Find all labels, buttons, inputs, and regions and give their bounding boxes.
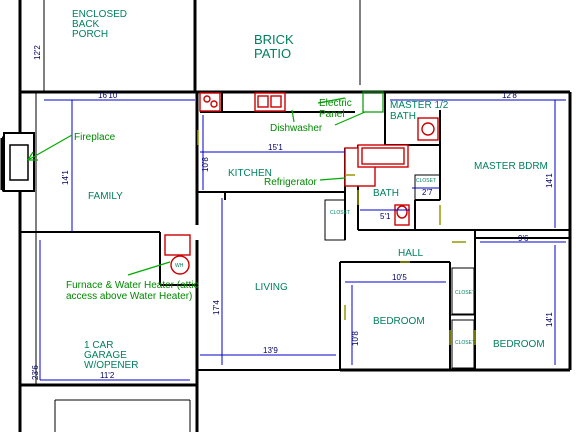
patio-label-2: PATIO [254, 46, 291, 61]
porch-label-2: BACK [72, 19, 100, 30]
dim-family-v: 14'1 [61, 170, 70, 185]
closet-labels: CLOSET CLOSET CLOSET CLOSET [330, 178, 475, 346]
dim-bath-h2: 5'1 [380, 212, 391, 221]
room-labels: ENCLOSED BACK PORCH BRICK PATIO MASTER 1… [72, 9, 548, 371]
bedroom-2-label: BEDROOM [493, 339, 545, 350]
porch-label-3: PORCH [72, 29, 108, 40]
dim-living-h: 13'9 [263, 346, 278, 355]
master-bdrm-label: MASTER BDRM [474, 161, 548, 172]
bedroom-1-label: BEDROOM [373, 316, 425, 327]
dishwasher-note: Dishwasher [270, 123, 323, 134]
garage-label-3: W/OPENER [84, 360, 138, 371]
dimension-lines [39, 99, 566, 381]
garage-label-2: GARAGE [84, 350, 127, 361]
dim-living-v: 17'4 [212, 300, 221, 315]
furnace-note-1: Furnace & Water Heater (attic [66, 280, 198, 291]
refrigerator-note: Refrigerator [264, 177, 317, 188]
dim-garage-v: 23'6 [31, 365, 40, 380]
electric-note-1: Electric [319, 98, 352, 109]
dim-bed2-h: 9'6 [518, 234, 529, 243]
master-bath-label-2: BATH [390, 111, 416, 122]
notes: Fireplace Electric Panel Dishwasher Refr… [66, 98, 352, 302]
fixtures [3, 91, 439, 275]
closet-label-3: CLOSET [455, 290, 475, 296]
dim-master-h: 12'8 [502, 91, 517, 100]
closet-label-2: CLOSET [416, 178, 436, 184]
dimension-labels: 12'2 16'10 14'1 15'1 10'8 12'8 14'1 2'7 … [31, 45, 554, 380]
dim-kitchen-h: 15'1 [268, 143, 283, 152]
family-label: FAMILY [88, 191, 123, 202]
hall-label: HALL [398, 248, 423, 259]
dim-bed1-v: 10'8 [351, 331, 360, 346]
bath-label: BATH [373, 188, 399, 199]
master-bath-label-1: MASTER 1/2 [390, 100, 449, 111]
dim-bath-h1: 2'7 [422, 188, 433, 197]
dim-porch-v: 12'2 [33, 45, 42, 60]
closet-label-1: CLOSET [330, 210, 350, 216]
dim-kitchen-v: 10'8 [201, 157, 210, 172]
door-marks [197, 130, 476, 345]
patio-label-1: BRICK [254, 32, 294, 47]
dim-bed2-v: 14'1 [545, 312, 554, 327]
porch-label-1: ENCLOSED [72, 9, 127, 20]
dim-garage-h: 11'2 [100, 371, 115, 380]
kitchen-label: KITCHEN [228, 168, 272, 179]
dim-bed1-h: 10'5 [392, 273, 407, 282]
closet-label-4: CLOSET [455, 340, 475, 346]
annotation-arrows [27, 97, 366, 276]
fireplace-note: Fireplace [74, 132, 116, 143]
dim-master-v: 14'1 [545, 173, 554, 188]
dim-family-h: 16'10 [98, 91, 118, 100]
living-label: LIVING [255, 282, 288, 293]
furnace-note-2: access above Water Heater) [66, 291, 192, 302]
garage-label-1: 1 CAR [84, 340, 113, 351]
electric-note-2: Panel [319, 109, 345, 120]
water-heater-label: WH [175, 263, 184, 269]
